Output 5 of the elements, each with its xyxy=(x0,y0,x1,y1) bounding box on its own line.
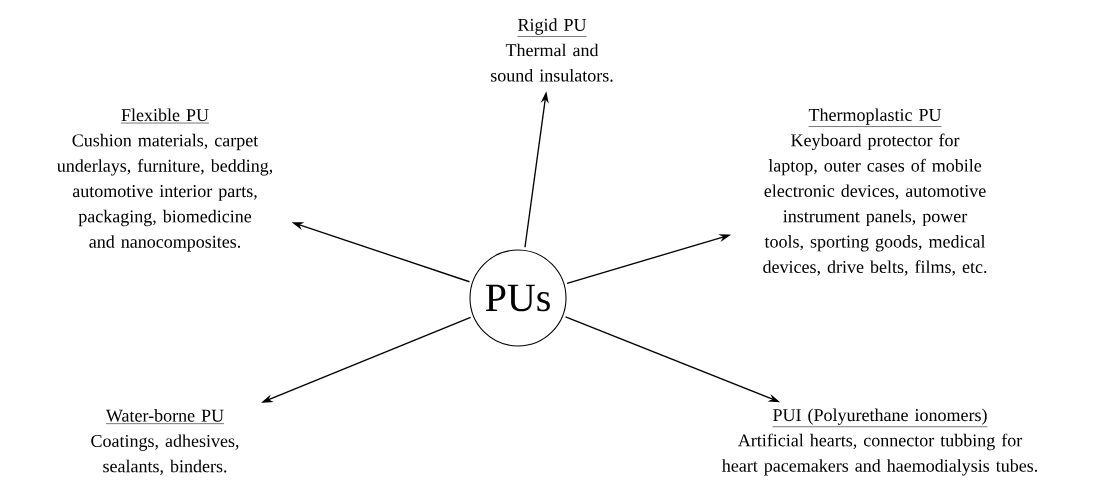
application-text: Rigid PU Thermal and sound insulators. xyxy=(491,18,613,82)
application-text: Water-borne PU Coatings, adhesives, sealants, binders. xyxy=(91,409,239,475)
application-text: PUI (Polyurethane ionomers) Artificial hearts, connector tubbing for heart pacemakers and haemodialysis tubes. xyxy=(722,408,1038,476)
application-text: Thermoplastic PU Keyboard protector for laptop, outer cases of mobile electronic devices, automotive instrument panels, power tools, sporting goods, medical devices, drive belts, films, etc. xyxy=(763,108,987,276)
application-text: Flexible PU Cushion materials, carpet underlays, furniture, bedding, automotive interior parts, packaging, biomedicine and nanocomposites. xyxy=(57,108,273,252)
